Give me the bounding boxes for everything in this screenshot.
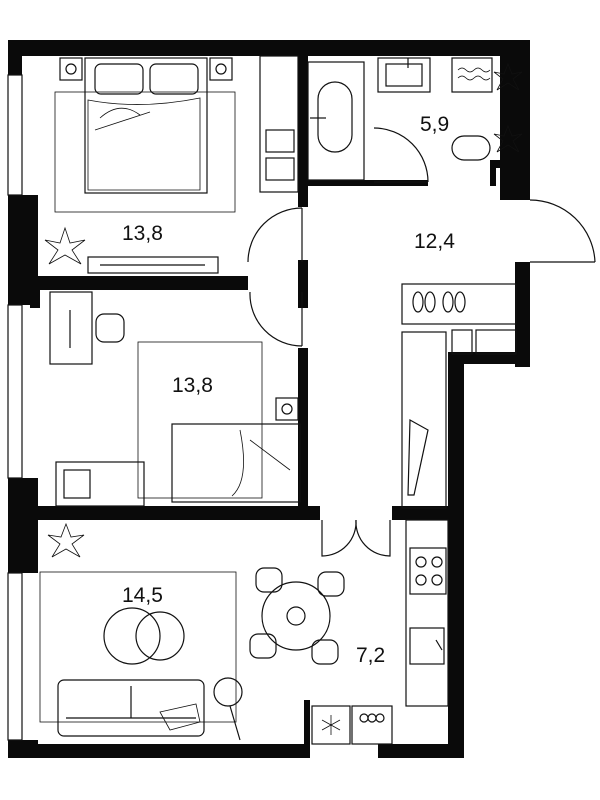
bedroom-furniture	[44, 55, 299, 274]
walls	[7, 40, 530, 758]
plant-icon	[44, 226, 86, 265]
living-room-furniture	[39, 522, 345, 741]
room-area-bathroom: 5,9	[420, 113, 449, 136]
room-area-bedroom: 13,8	[122, 222, 163, 245]
bathroom-furniture	[307, 57, 523, 181]
doors	[247, 127, 596, 557]
plant-icon	[47, 522, 85, 558]
plant-icon	[493, 124, 523, 153]
kids-room-furniture	[49, 291, 301, 507]
room-area-kids-room: 13,8	[172, 374, 213, 397]
kitchen-furniture	[311, 519, 449, 745]
plant-icon	[493, 62, 523, 91]
hallway-furniture	[401, 283, 517, 509]
snowflake-icon	[321, 715, 341, 735]
room-area-kitchen: 7,2	[356, 644, 385, 667]
room-area-living-room: 14,5	[122, 584, 163, 607]
room-area-hallway: 12,4	[414, 230, 455, 253]
